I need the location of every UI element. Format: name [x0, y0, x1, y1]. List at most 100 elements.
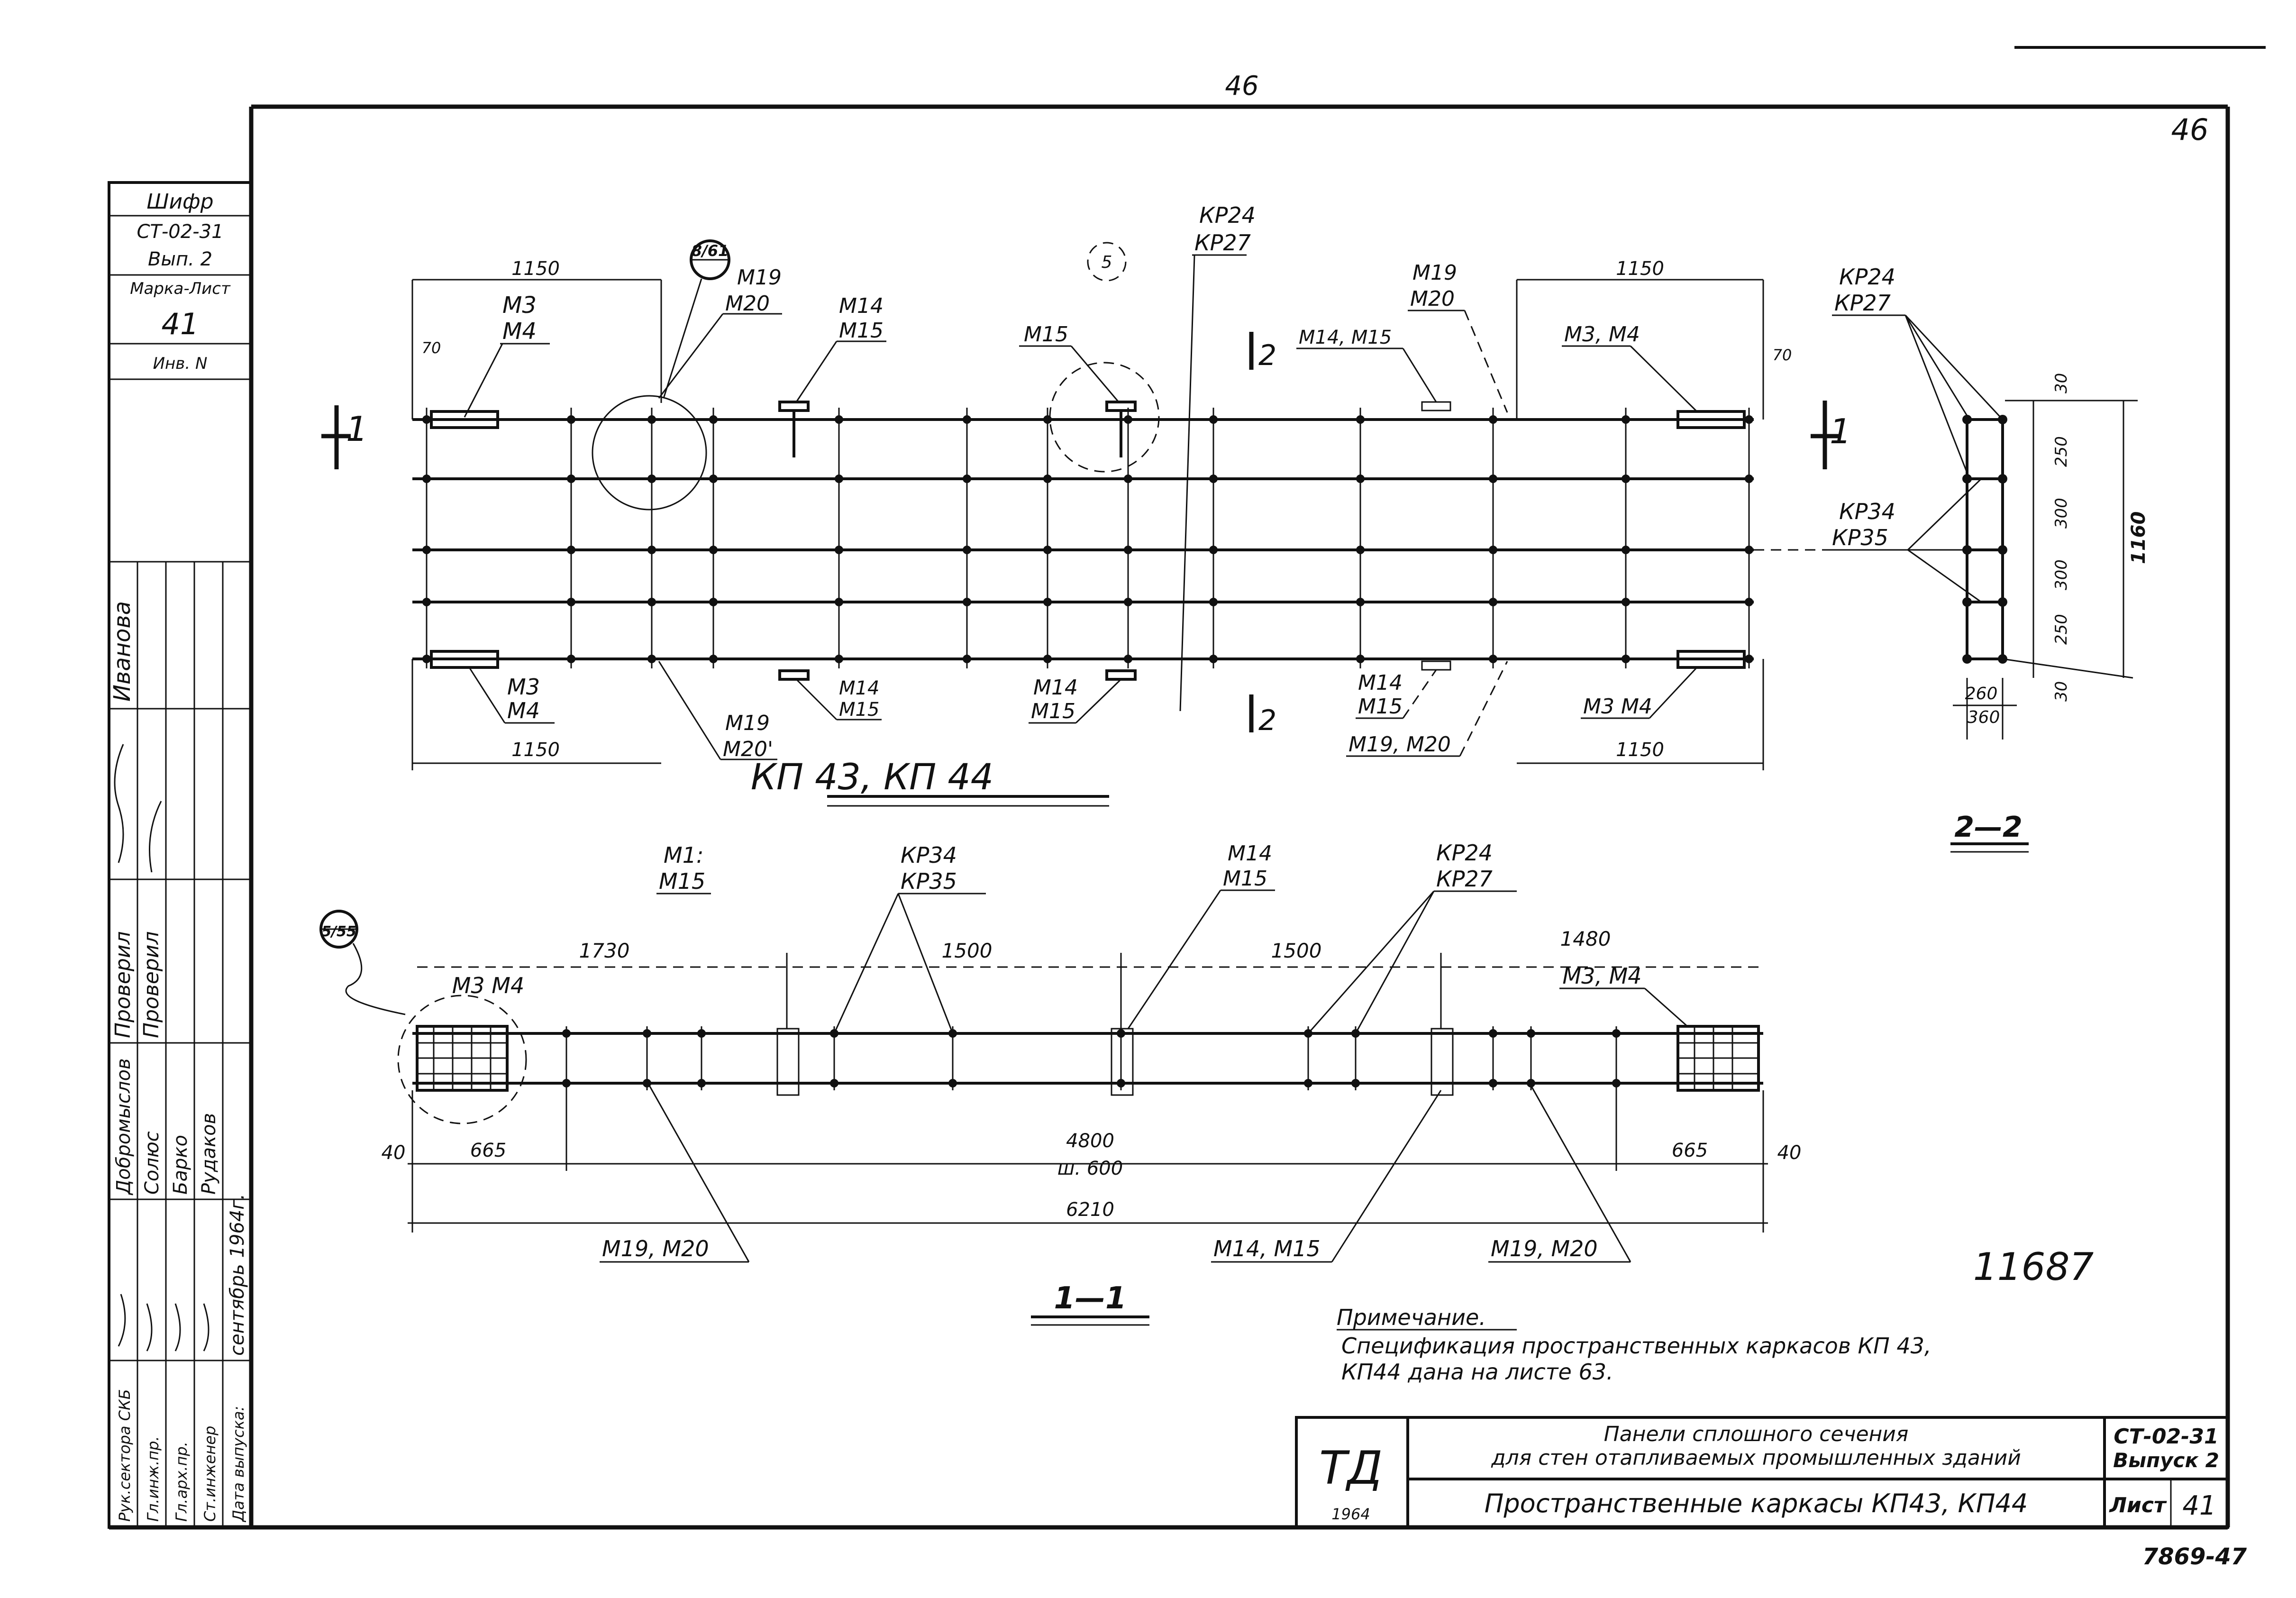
callout-label: М20': [723, 737, 773, 761]
stamp-role-3: Гл.арх.пр.: [173, 1442, 191, 1522]
weld-point: [963, 415, 971, 424]
title-block-sheet-number: 41: [2182, 1490, 2216, 1521]
section-1-1-end-callout-left: М3 М4: [452, 973, 525, 998]
title-block-logo: ТД: [1319, 1442, 1383, 1495]
section-2-2-dim-300-b: 300: [2052, 559, 2071, 590]
section-2-2-width-360: 360: [1968, 708, 2000, 727]
weld-point: [1209, 546, 1218, 554]
weld-point: [709, 546, 718, 554]
callout-label: М15: [1223, 867, 1267, 891]
weld-point: [1489, 1079, 1497, 1087]
stamp-issue: Вып. 2: [148, 248, 212, 270]
callout-label: М14: [839, 677, 879, 699]
weld-point: [1043, 475, 1052, 483]
plan-weld-points: [422, 415, 1753, 663]
plan-callout-m3-m4-bottom: М3 М4: [468, 667, 555, 724]
detail-mark-5: [1087, 242, 1127, 282]
title-block-sheet-label: Лист: [2109, 1493, 2167, 1517]
weld-point: [1745, 475, 1753, 483]
weld-point: [835, 415, 843, 424]
title-block-series: СТ-02-31: [2114, 1425, 2218, 1449]
callout-label: КР27: [1436, 866, 1493, 892]
stamp-signature-marks: [114, 744, 162, 873]
callout-label: М14: [1228, 841, 1272, 866]
section-1-1-plate-3: [1430, 1028, 1454, 1096]
section-1-1-dim-665-left: 665: [470, 1140, 506, 1161]
section-1-1-title: 1—1: [1054, 1281, 1126, 1316]
section-1-1-detail-mark-text: 5/55: [321, 923, 356, 940]
weld-point: [1489, 598, 1497, 606]
weld-point: [948, 1079, 957, 1087]
plan-callout-m19-m20-right: М19 М20: [1408, 261, 1508, 413]
weld-point: [1124, 598, 1132, 606]
stamp-signatures: [118, 1294, 210, 1351]
weld-point: [647, 546, 656, 554]
section-1-1-dim-1480: 1480: [1560, 927, 1611, 950]
weld-point: [1745, 546, 1753, 554]
callout-label: М19: [737, 265, 782, 290]
section-1-1-dim-4800: 4800: [1066, 1130, 1114, 1152]
weld-point: [1117, 1079, 1125, 1087]
callout-label: М14: [1358, 671, 1403, 695]
plate-m14-6: [1421, 660, 1451, 671]
note-line-1: Спецификация пространственных каркасов К…: [1341, 1333, 1932, 1359]
weld-point: [647, 655, 656, 663]
note-block: Примечание. Спецификация пространственны…: [1337, 1305, 1932, 1385]
weld-point: [709, 475, 718, 483]
callout-label: М15: [659, 868, 705, 894]
callout-label: М15: [839, 319, 884, 343]
weld-point: [647, 415, 656, 424]
weld-point: [835, 598, 843, 606]
section-1-1-plate-2: [1111, 1028, 1134, 1096]
callout-label: М19, М20: [602, 1236, 709, 1261]
weld-point: [835, 655, 843, 663]
note-heading: Примечание.: [1337, 1305, 1486, 1330]
plan-callout-m14-m15-bottom-1: М14 М15: [795, 677, 882, 721]
callout-label: М15: [839, 699, 879, 721]
callout-label: М4: [507, 698, 540, 723]
detail-circle-right: [1049, 362, 1160, 473]
callout-label: М15: [1024, 322, 1068, 347]
section-1-1-end-cage-right: [1676, 1025, 1760, 1092]
weld-point: [697, 1029, 706, 1038]
weld-point: [567, 475, 575, 483]
weld-point: [709, 598, 718, 606]
weld-point: [1124, 655, 1132, 663]
weld-point: [835, 475, 843, 483]
title-block: ТД 1964 Панели сплошного сечения для сте…: [1295, 1416, 2229, 1529]
title-block-drawing-title: Пространственные каркасы КП43, КП44: [1485, 1488, 2028, 1518]
stamp-surname: Иванова: [109, 601, 136, 702]
plate-m3-top-right: [1676, 410, 1746, 429]
weld-point: [1489, 1029, 1497, 1038]
stamp-checked-1: Проверил: [111, 931, 135, 1038]
section-2-2-width-260: 260: [1965, 684, 1998, 703]
stamp-name-3: Барко: [170, 1135, 191, 1195]
weld-point: [709, 415, 718, 424]
section-1-1-callout-m19-m20-right: М19, М20: [1488, 1085, 1631, 1263]
weld-point: [1612, 1079, 1621, 1087]
stamp-sheet-number: 41: [162, 307, 199, 341]
detail-mark-5-text: 5: [1102, 253, 1112, 272]
weld-point: [1209, 598, 1218, 606]
callout-label: КР24: [1436, 840, 1493, 866]
weld-point: [1356, 598, 1365, 606]
weld-point: [1209, 655, 1218, 663]
weld-point: [1527, 1079, 1535, 1087]
plate-m3-bottom-left: [430, 650, 499, 669]
callout-label: М3, М4: [1564, 322, 1640, 347]
weld-point: [643, 1079, 651, 1087]
section-1-1-callout-m14-m15-left: М1: М15: [656, 842, 711, 895]
section-1-label-left: 1: [346, 409, 368, 449]
callout-label: М4: [502, 318, 537, 345]
section-2-2-dim-300-a: 300: [2052, 498, 2071, 529]
plan-callout-m3-m4-bottom-right: М3 М4: [1581, 667, 1698, 719]
callout-label: М20: [1410, 287, 1455, 311]
section-1-1-dim-40-right: 40: [1777, 1142, 1802, 1164]
weld-point: [1489, 415, 1497, 424]
weld-point: [643, 1029, 651, 1038]
weld-point: [1117, 1029, 1125, 1038]
section-2-2-frame: [1966, 418, 2004, 660]
plan-dim-bottom-left: 1150: [511, 739, 560, 761]
stamp-code: Шифр: [146, 190, 213, 214]
